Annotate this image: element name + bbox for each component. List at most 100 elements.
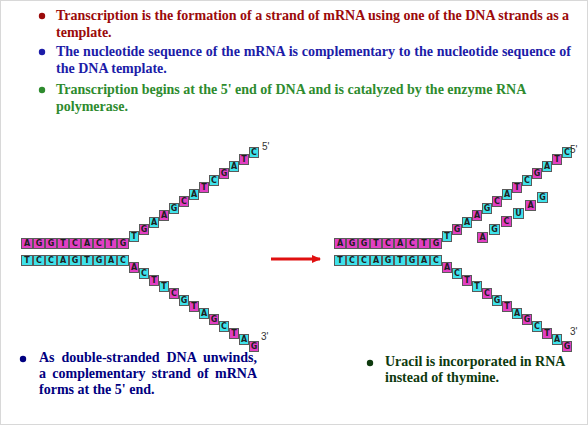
nucleotide-letter: G	[181, 297, 188, 305]
nucleotide-box: G	[406, 255, 418, 266]
nucleotide-box: G	[482, 203, 492, 214]
nucleotide-box: A	[129, 262, 139, 273]
nucleotide-letter: A	[161, 212, 167, 220]
nucleotide-letter: C	[120, 257, 126, 265]
nucleotide-letter: G	[491, 226, 498, 234]
bullet-text: As double-stranded DNA unwinds, a comple…	[39, 350, 257, 398]
nucleotide-box: G	[452, 224, 462, 235]
nucleotide-letter: T	[544, 330, 549, 338]
nucleotide-box: T	[229, 328, 239, 339]
nucleotide-letter: T	[84, 257, 89, 265]
bullet-text: Transcription begins at the 5' end of DN…	[56, 81, 571, 115]
nucleotide-letter: A	[479, 234, 485, 242]
nucleotide-letter: G	[564, 343, 571, 351]
nucleotide-box: A	[462, 217, 472, 228]
nucleotide-letter: C	[534, 323, 540, 331]
nucleotide-box: T	[462, 275, 472, 286]
nucleotide-letter: C	[48, 257, 54, 265]
nucleotide-letter: G	[72, 257, 79, 265]
nucleotide-box: T	[334, 255, 346, 266]
nucleotide-letter: T	[474, 283, 479, 291]
nucleotide-box: T	[199, 182, 209, 193]
nucleotide-letter: A	[231, 163, 237, 171]
nucleotide-letter: T	[60, 240, 65, 248]
nucleotide-box: A	[542, 161, 552, 172]
nucleotide-letter: A	[131, 264, 137, 272]
nucleotide-letter: C	[385, 240, 391, 248]
nucleotide-box: A	[334, 238, 346, 249]
nucleotide-box: T	[105, 238, 117, 249]
nucleotide-box: T	[472, 281, 482, 292]
nucleotide-letter: A	[201, 310, 207, 318]
nucleotide-letter: A	[504, 191, 510, 199]
nucleotide-letter: C	[454, 270, 460, 278]
bullet-dot	[367, 360, 373, 366]
nucleotide-box: T	[239, 154, 249, 165]
bullet-dot	[39, 87, 45, 93]
nucleotide-box: A	[525, 200, 536, 211]
nucleotide-letter: C	[494, 198, 500, 206]
nucleotide-box: C	[179, 196, 189, 207]
nucleotide-box: T	[418, 238, 430, 249]
nucleotide-box: C	[117, 255, 129, 266]
nucleotide-letter: G	[361, 240, 368, 248]
nucleotide-box: C	[139, 268, 149, 279]
nucleotide-letter: T	[131, 233, 136, 241]
nucleotide-box: C	[219, 321, 229, 332]
nucleotide-box: T	[149, 275, 159, 286]
nucleotide-box: G	[93, 255, 105, 266]
nucleotide-box: G	[179, 295, 189, 306]
nucleotide-box: A	[394, 238, 406, 249]
nucleotide-letter: T	[554, 156, 559, 164]
nucleotide-letter: A	[527, 202, 533, 210]
nucleotide-letter: G	[409, 257, 416, 265]
nucleotide-box: G	[33, 238, 45, 249]
nucleotide-box: G	[219, 168, 229, 179]
nucleotide-letter: C	[96, 240, 102, 248]
nucleotide-letter: C	[251, 149, 257, 157]
bullet-text: Uracil is incorporated in RNA instead of…	[385, 354, 577, 386]
nucleotide-box: T	[502, 301, 512, 312]
nucleotide-letter: A	[373, 257, 379, 265]
nucleotide-letter: T	[337, 257, 342, 265]
nucleotide-letter: T	[231, 330, 236, 338]
nucleotide-letter: G	[211, 316, 218, 324]
nucleotide-letter: C	[349, 257, 355, 265]
nucleotide-letter: C	[433, 257, 439, 265]
nucleotide-box: T	[512, 182, 522, 193]
nucleotide-box: G	[492, 295, 502, 306]
strand-end-label: 3'	[261, 331, 268, 342]
nucleotide-letter: T	[241, 156, 246, 164]
nucleotide-box: A	[502, 189, 512, 200]
nucleotide-box: A	[442, 262, 452, 273]
nucleotide-box: C	[33, 255, 45, 266]
nucleotide-box: A	[189, 189, 199, 200]
nucleotide-box: G	[209, 314, 219, 325]
process-arrow	[271, 258, 320, 261]
nucleotide-letter: A	[544, 163, 550, 171]
nucleotide-letter: A	[514, 310, 520, 318]
nucleotide-letter: T	[504, 303, 509, 311]
nucleotide-box: C	[501, 216, 512, 227]
bullet-dot	[20, 356, 26, 362]
nucleotide-letter: T	[161, 283, 166, 291]
nucleotide-box: T	[189, 301, 199, 312]
nucleotide-box: A	[512, 308, 522, 319]
nucleotide-letter: G	[539, 194, 546, 202]
nucleotide-letter: C	[211, 177, 217, 185]
nucleotide-letter: G	[221, 170, 228, 178]
nucleotide-letter: A	[421, 257, 427, 265]
nucleotide-letter: G	[349, 240, 356, 248]
nucleotide-box: T	[159, 281, 169, 292]
nucleotide-box: C	[382, 238, 394, 249]
nucleotide-letter: A	[397, 240, 403, 248]
nucleotide-letter: A	[84, 240, 90, 248]
nucleotide-box: C	[209, 175, 219, 186]
nucleotide-box: A	[229, 161, 239, 172]
strand-end-label: 5'	[262, 141, 269, 152]
nucleotide-box: A	[149, 217, 159, 228]
nucleotide-box: C	[249, 147, 259, 158]
nucleotide-letter: G	[433, 240, 440, 248]
nucleotide-letter: T	[444, 233, 449, 241]
